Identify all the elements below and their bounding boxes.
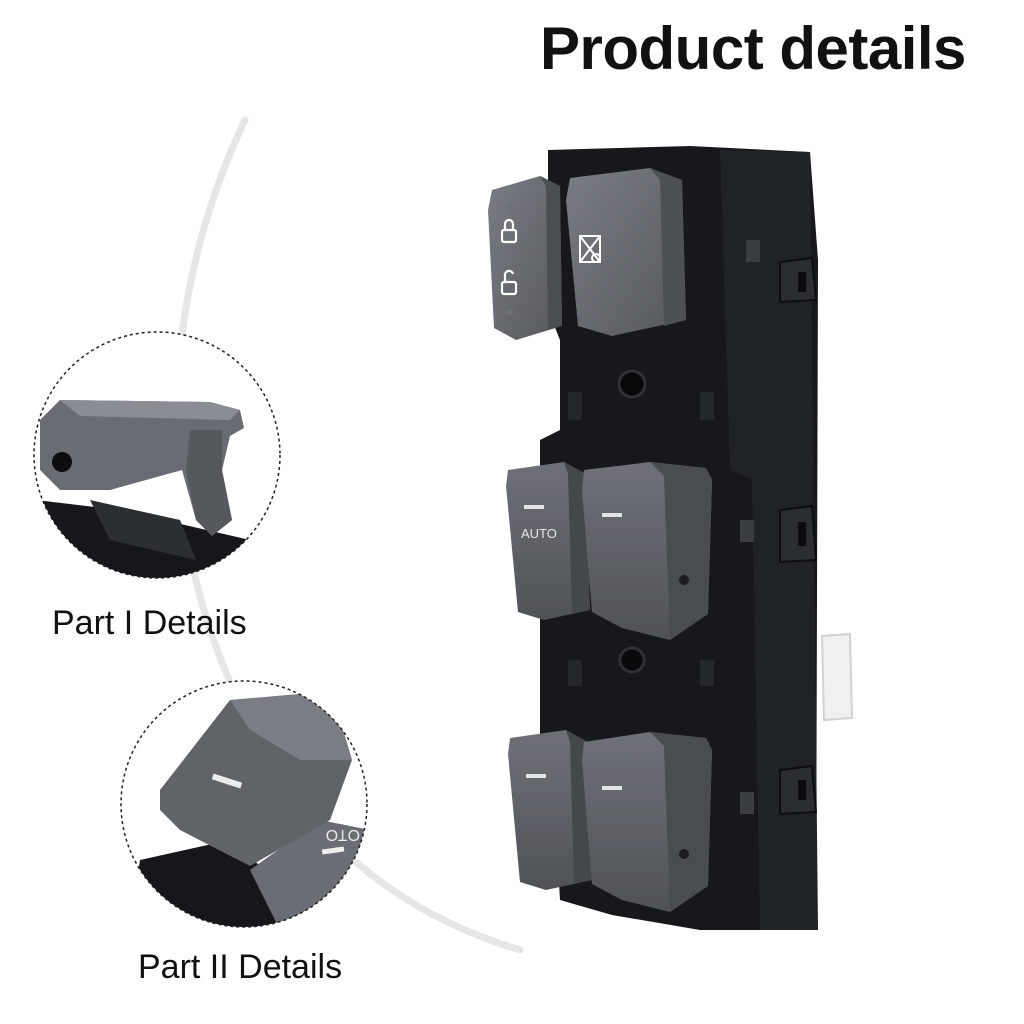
window-lock-icon [579, 235, 601, 263]
window-switch-panel: AUTO [488, 146, 854, 930]
part-1-detail-circle [33, 331, 281, 579]
auto-label: AUTO [521, 526, 557, 541]
part-1-caption: Part I Details [52, 604, 247, 642]
driver-window-auto-button [506, 462, 590, 620]
rear-right-window-button [582, 732, 712, 912]
rear-left-window-button [508, 730, 592, 890]
window-lock-button [566, 168, 686, 336]
oto-label: OTO [326, 826, 360, 843]
lock-open-icon [500, 269, 518, 296]
door-lock-button [488, 176, 562, 340]
page-title: Product details [540, 15, 966, 82]
connector-plug [820, 632, 854, 722]
part-2-detail-circle: OTO [120, 680, 368, 928]
lock-closed-icon [500, 218, 518, 244]
part-2-caption: Part II Details [138, 948, 343, 986]
passenger-window-button [582, 462, 712, 640]
